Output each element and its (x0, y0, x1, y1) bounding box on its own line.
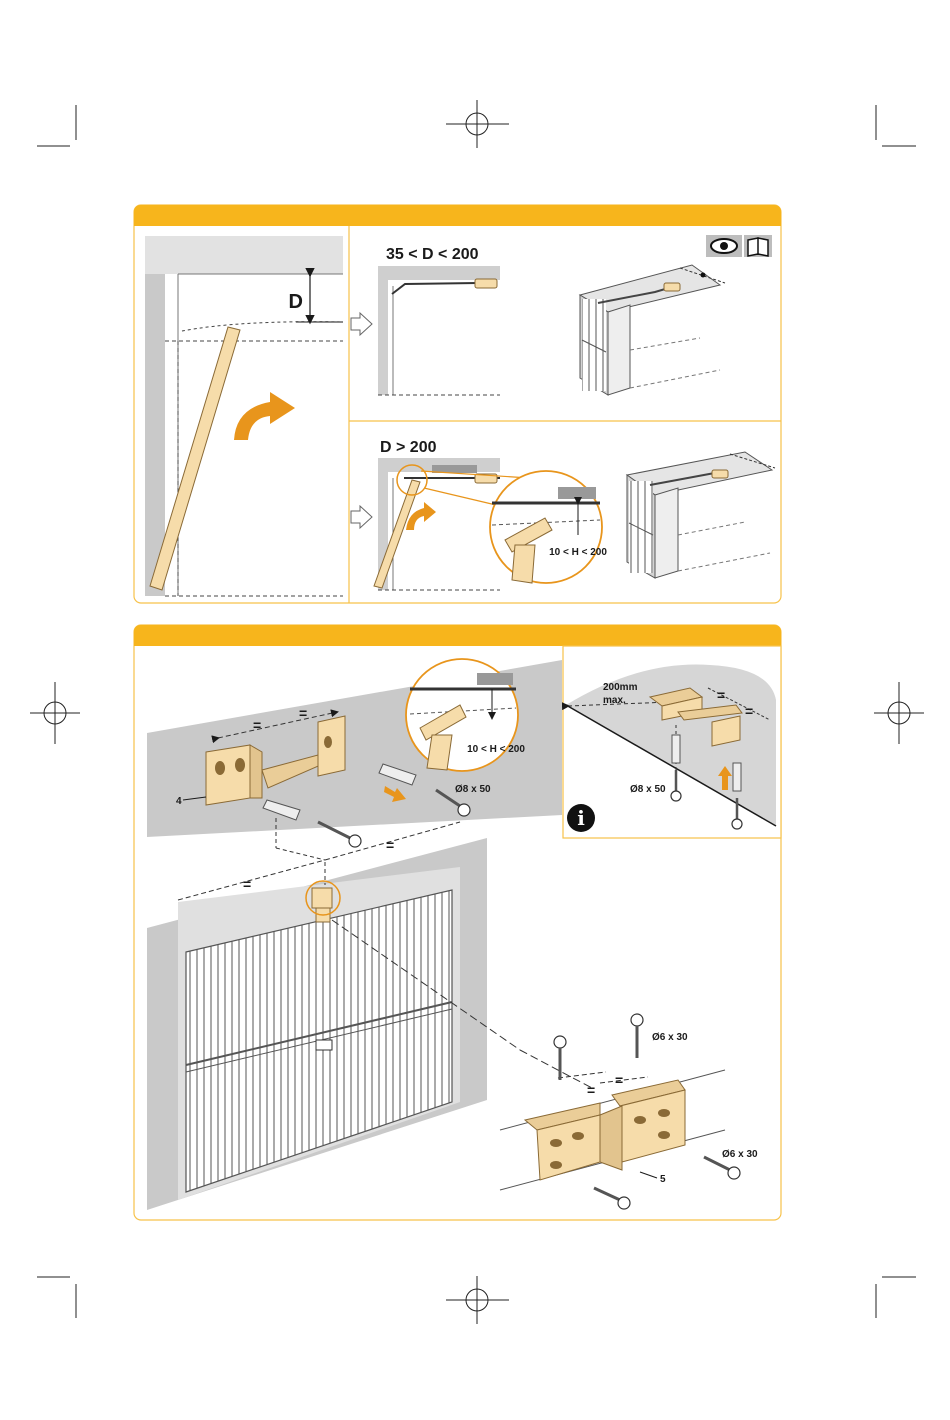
wall-screw-label: Ø8 x 50 (455, 784, 491, 795)
ceiling (145, 236, 343, 274)
registration-mark-top (446, 100, 509, 148)
door-screw-side-label: Ø6 x 30 (722, 1149, 758, 1160)
registration-mark-left (30, 682, 80, 744)
inset-equal-sign-2: = (745, 703, 753, 719)
equal-sign-3: = (386, 837, 394, 853)
ceiling-mount-inset (563, 646, 781, 838)
case-large-title: D > 200 (380, 439, 437, 456)
step2-header-bar (134, 625, 781, 646)
inset-max-distance-line2: max. (603, 695, 626, 706)
equal-sign-6: = (615, 1072, 623, 1088)
inset-equal-sign-1: = (717, 687, 725, 703)
step1-panel: D 35 < D < 200 (134, 205, 781, 603)
eye-book-icon (706, 235, 772, 257)
equal-sign-2: = (299, 705, 307, 721)
part-number-4: 4 (176, 796, 182, 807)
label-d: D (289, 291, 303, 313)
equal-sign-1: = (253, 717, 261, 733)
case-large-detail-magnifier (490, 471, 602, 583)
case-small-title: 35 < D < 200 (386, 246, 479, 263)
equal-sign-5: = (587, 1082, 595, 1098)
info-icon: i (567, 804, 595, 832)
inset-max-distance-line1: 200mm (603, 682, 638, 693)
registration-mark-right (874, 682, 924, 744)
step1-header-bar (134, 205, 781, 226)
registration-mark-bottom (446, 1276, 509, 1324)
step2-detail-label: 10 < H < 200 (467, 744, 525, 755)
equal-sign-4: = (243, 876, 251, 892)
info-letter: i (577, 806, 585, 830)
inset-screw-label: Ø8 x 50 (630, 784, 666, 795)
part-number-5: 5 (660, 1174, 666, 1185)
step2-panel: 4 = = Ø8 x 50 = = (134, 625, 781, 1220)
door-screw-top-label: Ø6 x 30 (652, 1032, 688, 1043)
case-large-detail-label: 10 < H < 200 (549, 547, 607, 558)
